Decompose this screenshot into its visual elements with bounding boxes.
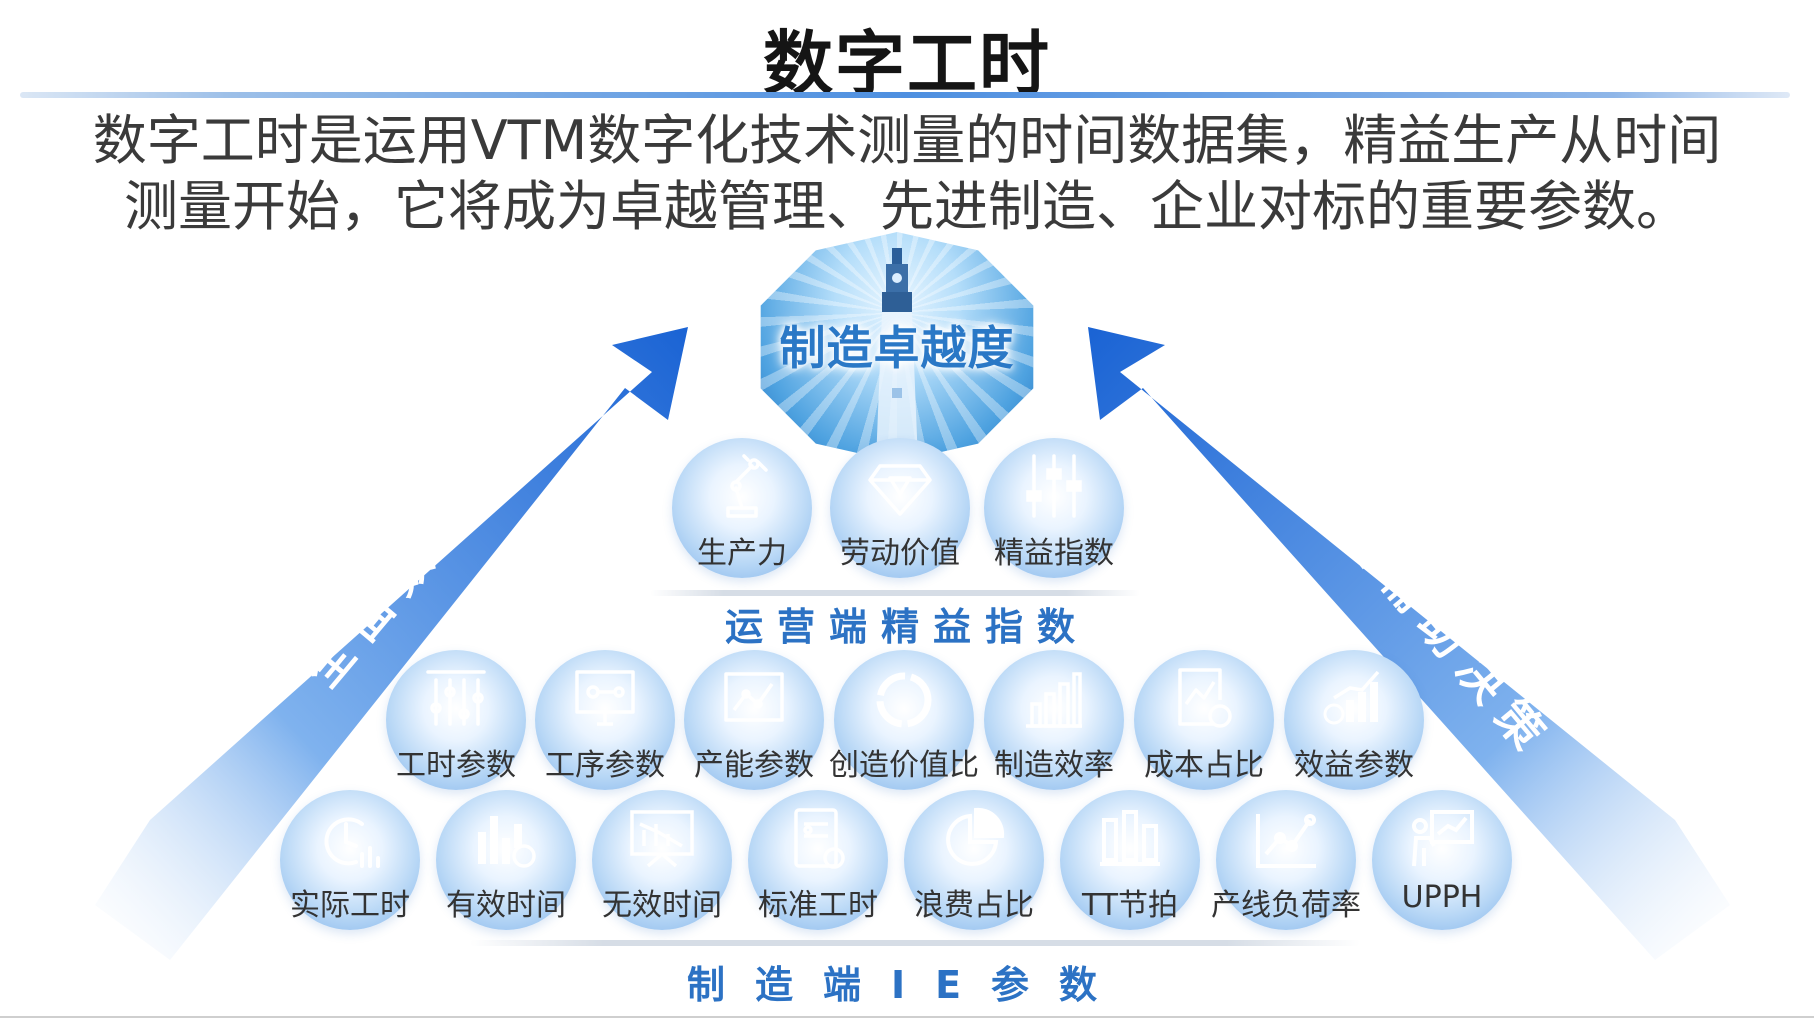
cost-document-icon xyxy=(1178,668,1232,728)
node-label: 标准工时 xyxy=(758,888,878,923)
clipboard-icon xyxy=(794,808,845,869)
tier3-title: 制造端IE参数 xyxy=(686,963,1128,1007)
node-circle xyxy=(748,790,888,930)
node-label: 工序参数 xyxy=(545,748,665,783)
equalizer-icon xyxy=(426,670,486,726)
tier1-node-lean-index: 精益指数 xyxy=(984,438,1124,578)
tier3-node-waste-ratio: 浪费占比 xyxy=(904,790,1044,930)
node-circle xyxy=(1216,790,1356,930)
node-label: 劳动价值 xyxy=(840,536,960,571)
node-circle xyxy=(830,438,970,578)
tier2-node-process-params: 工序参数 xyxy=(535,650,675,790)
ring-chart-icon xyxy=(876,672,932,728)
tier3-node-upph: UPPH xyxy=(1372,790,1512,930)
node-circle xyxy=(1134,650,1274,790)
node-label: 效益参数 xyxy=(1294,748,1414,783)
tier3-node-standard-hours: 标准工时 xyxy=(748,790,888,930)
tier3-divider xyxy=(470,940,1360,946)
tier2-node-benefit-params: 效益参数 xyxy=(1284,650,1424,790)
intro-line-1: 数字工时是运用VTM数字化技术测量的时间数据集，精益生产从时间 xyxy=(92,109,1722,172)
tier3-node-actual-hours: 实际工时 xyxy=(280,790,420,930)
tier2-node-value-ratio: 创造价值比 xyxy=(829,650,979,790)
screen-chart-icon xyxy=(630,810,694,868)
node-label: TT节拍 xyxy=(1081,888,1179,923)
bottom-border xyxy=(0,1016,1814,1018)
node-label: 无效时间 xyxy=(602,888,722,923)
tier3-node-takt-time: TT节拍 xyxy=(1060,790,1200,930)
tier3-node-invalid-time: 无效时间 xyxy=(592,790,732,930)
node-label: 成本占比 xyxy=(1144,748,1264,783)
node-label: 有效时间 xyxy=(446,888,566,923)
intro-paragraph: 数字工时是运用VTM数字化技术测量的时间数据集，精益生产从时间 测量开始，它将成… xyxy=(0,108,1814,240)
tier1-title: 运营端精益指数 xyxy=(724,605,1089,649)
page-title: 数字工时 xyxy=(763,23,1051,105)
intro-line-2: 测量开始，它将成为卓越管理、先进制造、企业对标的重要参数。 xyxy=(124,175,1690,238)
tier2-node-mfg-efficiency: 制造效率 xyxy=(984,650,1124,790)
tier3-node-line-load: 产线负荷率 xyxy=(1211,790,1361,930)
node-label: 生产力 xyxy=(697,536,787,571)
bar-chart-icon xyxy=(1026,672,1082,728)
peak-badge: 制造卓越度 xyxy=(760,232,1034,462)
node-label: 制造效率 xyxy=(994,748,1114,783)
tier2-node-capacity-params: 产能参数 xyxy=(684,650,824,790)
node-label: 工时参数 xyxy=(396,748,516,783)
robot-arm-icon xyxy=(726,454,768,518)
right-arrow xyxy=(1088,327,1730,960)
tier1-node-labor-value: 劳动价值 xyxy=(830,438,970,578)
pie-chart-icon xyxy=(946,807,1005,866)
monitor-process-icon xyxy=(575,670,635,726)
tier2-node-hour-params: 工时参数 xyxy=(386,650,526,790)
node-label: 产线负荷率 xyxy=(1211,888,1361,923)
node-label: 浪费占比 xyxy=(914,888,1034,923)
bar-clock-icon xyxy=(478,816,536,868)
peak-label: 制造卓越度 xyxy=(779,321,1015,375)
node-label: 实际工时 xyxy=(290,888,410,923)
lighthouse-icon xyxy=(876,248,918,462)
money-growth-icon xyxy=(1323,670,1380,725)
presenter-board-icon xyxy=(1412,810,1474,867)
diamond-icon xyxy=(868,464,932,516)
three-bars-icon xyxy=(1100,810,1160,866)
trend-line-icon xyxy=(1256,814,1316,868)
left-arrow xyxy=(95,327,688,960)
tier1-divider xyxy=(650,590,1140,596)
sliders-icon xyxy=(1026,454,1082,518)
node-label: UPPH xyxy=(1401,880,1483,915)
tier2-node-cost-ratio: 成本占比 xyxy=(1134,650,1274,790)
node-circle xyxy=(280,790,420,930)
node-label: 产能参数 xyxy=(694,748,814,783)
line-chart-frame-icon xyxy=(724,672,784,722)
title-underline xyxy=(20,92,1790,98)
tier1-node-productivity: 生产力 xyxy=(672,438,812,578)
node-label: 创造价值比 xyxy=(829,748,979,783)
tier3-node-effective-time: 有效时间 xyxy=(436,790,576,930)
clock-bars-icon xyxy=(324,817,380,868)
node-label: 精益指数 xyxy=(994,536,1114,571)
